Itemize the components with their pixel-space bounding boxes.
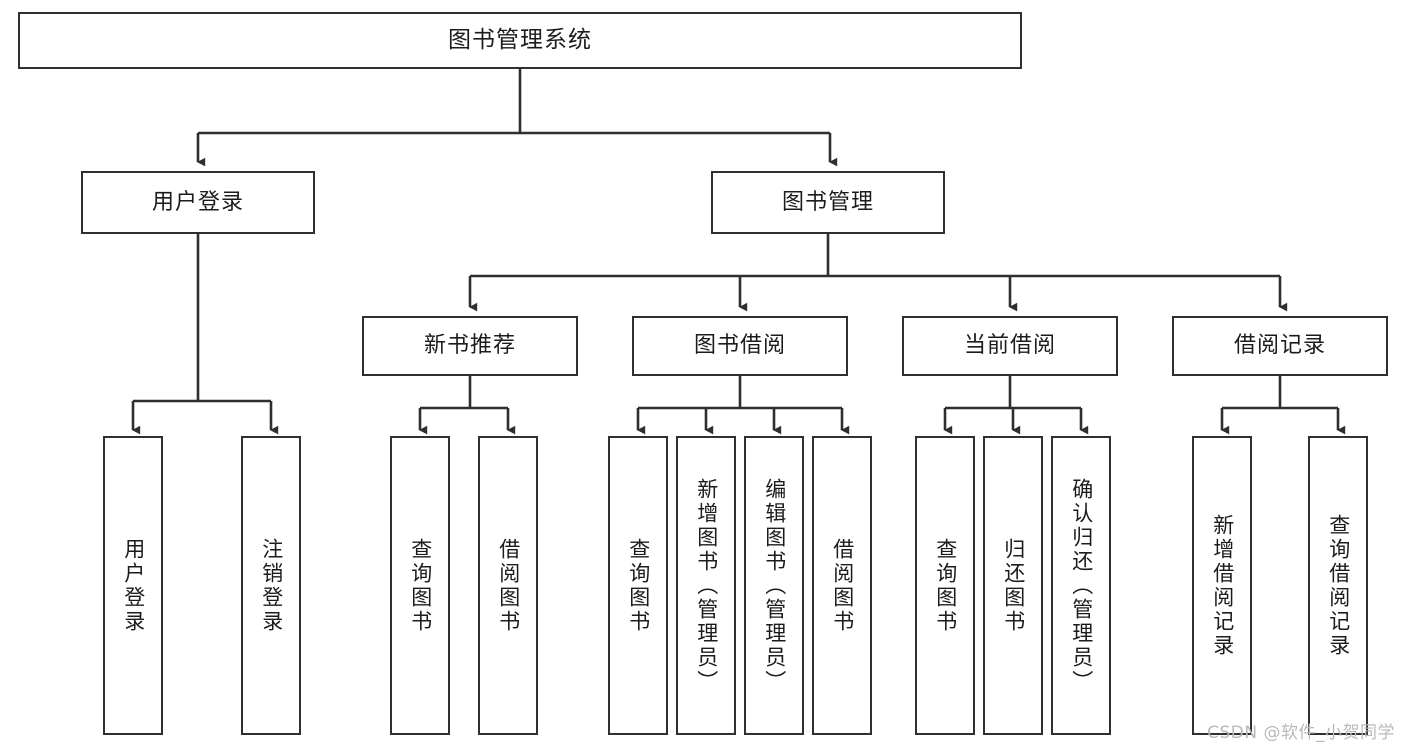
leaf-label: 查询图书 <box>626 537 651 634</box>
leaf-label: 用户登录 <box>121 537 146 634</box>
node-label: 用户登录 <box>151 189 244 215</box>
leaf-book-borrow-query[interactable]: 查询图书 <box>608 436 668 735</box>
leaf-label: 确认归还（管理员） <box>1069 477 1094 694</box>
leaf-label: 注销登录 <box>259 537 284 634</box>
node-user-login[interactable]: 用户登录 <box>81 171 315 234</box>
leaf-user-login-logout[interactable]: 注销登录 <box>241 436 301 735</box>
leaf-book-borrow-add[interactable]: 新增图书（管理员） <box>676 436 736 735</box>
node-label: 图书管理系统 <box>448 27 592 54</box>
leaf-label: 查询图书 <box>408 537 433 634</box>
node-book-borrow[interactable]: 图书借阅 <box>632 316 848 376</box>
leaf-label: 查询图书 <box>933 537 958 634</box>
node-label: 新书推荐 <box>423 333 516 359</box>
leaf-borrow-record-query[interactable]: 查询借阅记录 <box>1308 436 1368 735</box>
leaf-label: 归还图书 <box>1001 537 1026 634</box>
leaf-book-borrow-borrow[interactable]: 借阅图书 <box>812 436 872 735</box>
leaf-label: 编辑图书（管理员） <box>762 477 787 694</box>
leaf-new-book-query[interactable]: 查询图书 <box>390 436 450 735</box>
leaf-user-login-login[interactable]: 用户登录 <box>103 436 163 735</box>
node-current-borrow[interactable]: 当前借阅 <box>902 316 1118 376</box>
leaf-book-borrow-edit[interactable]: 编辑图书（管理员） <box>744 436 804 735</box>
node-new-book-recommend[interactable]: 新书推荐 <box>362 316 578 376</box>
leaf-label: 新增借阅记录 <box>1210 513 1235 658</box>
node-label: 借阅记录 <box>1233 333 1326 359</box>
node-borrow-record[interactable]: 借阅记录 <box>1172 316 1388 376</box>
leaf-label: 借阅图书 <box>496 537 521 634</box>
leaf-current-borrow-return[interactable]: 归还图书 <box>983 436 1043 735</box>
leaf-label: 查询借阅记录 <box>1326 513 1351 658</box>
node-label: 图书管理 <box>781 189 874 215</box>
leaf-borrow-record-add[interactable]: 新增借阅记录 <box>1192 436 1252 735</box>
watermark-text: CSDN @软件_小贺同学 <box>1207 723 1395 743</box>
node-book-management[interactable]: 图书管理 <box>711 171 945 234</box>
node-label: 当前借阅 <box>963 333 1056 359</box>
leaf-label: 借阅图书 <box>830 537 855 634</box>
leaf-label: 新增图书（管理员） <box>694 477 719 694</box>
leaf-new-book-borrow[interactable]: 借阅图书 <box>478 436 538 735</box>
node-label: 图书借阅 <box>693 333 786 359</box>
leaf-current-borrow-confirm-return[interactable]: 确认归还（管理员） <box>1051 436 1111 735</box>
leaf-current-borrow-query[interactable]: 查询图书 <box>915 436 975 735</box>
node-root-system[interactable]: 图书管理系统 <box>18 12 1022 69</box>
